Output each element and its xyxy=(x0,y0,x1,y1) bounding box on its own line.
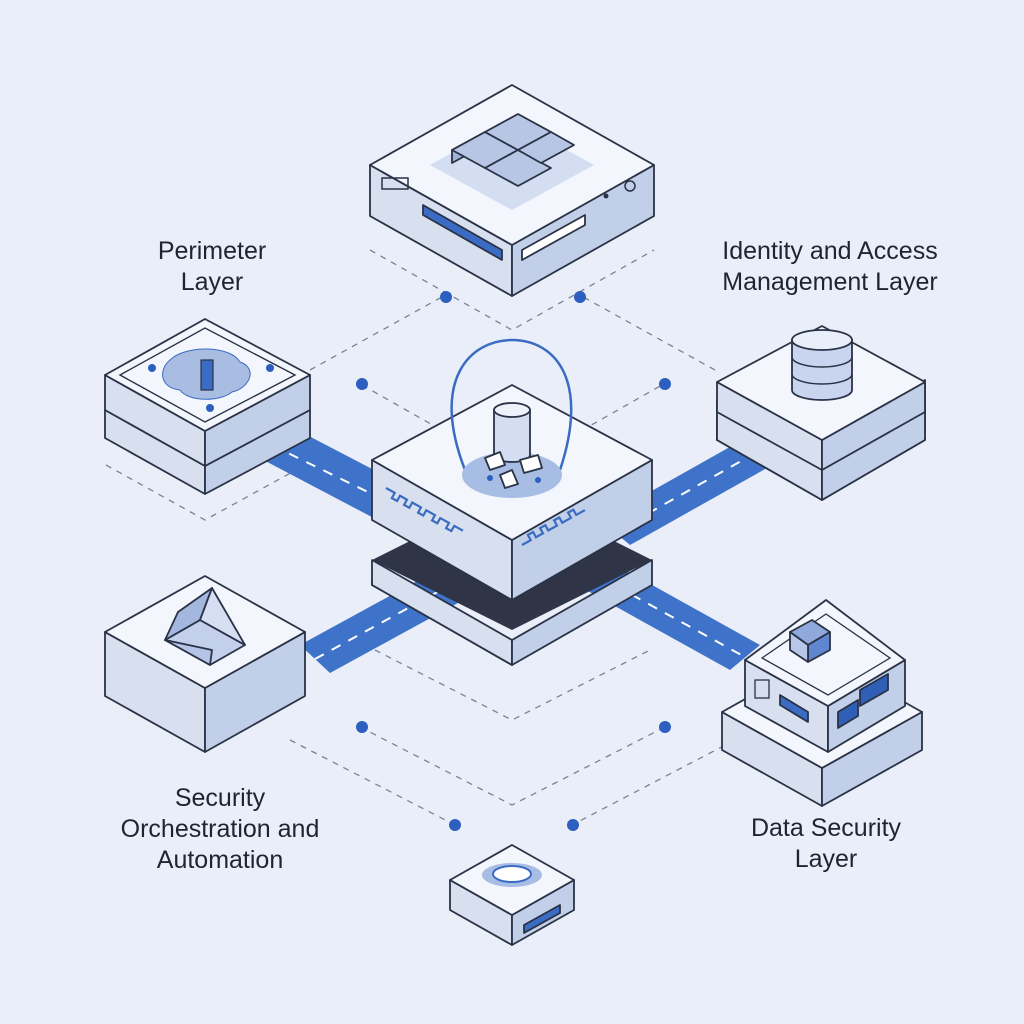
perimeter-label-line1: Perimeter xyxy=(157,237,267,265)
soar-label-line3: Automation xyxy=(156,846,284,874)
firewall-map-icon xyxy=(104,318,311,495)
security-core-hub-icon xyxy=(371,338,653,601)
sensor-device-icon xyxy=(449,844,575,946)
database-stack-icon xyxy=(716,325,926,501)
perimeter-layer-label: Perimeter Layer xyxy=(122,236,302,298)
soar-label-line1: Security xyxy=(174,784,266,812)
identity-access-layer-label: Identity and Access Management Layer xyxy=(690,236,970,298)
data-cube-icon xyxy=(721,599,923,807)
data-security-label-line1: Data Security xyxy=(750,814,902,842)
identity-label-line1: Identity and Access xyxy=(722,237,938,265)
identity-label-line2: Management Layer xyxy=(722,268,938,296)
connector-dots xyxy=(356,291,671,831)
soar-label-line2: Orchestration and xyxy=(120,815,320,843)
server-icon xyxy=(369,84,655,297)
data-security-layer-label: Data Security Layer xyxy=(726,813,926,875)
perimeter-label-line2: Layer xyxy=(180,268,244,296)
soar-layer-label: Security Orchestration and Automation xyxy=(100,783,340,876)
orchestration-prism-icon xyxy=(104,575,306,753)
data-security-label-line2: Layer xyxy=(794,845,858,873)
